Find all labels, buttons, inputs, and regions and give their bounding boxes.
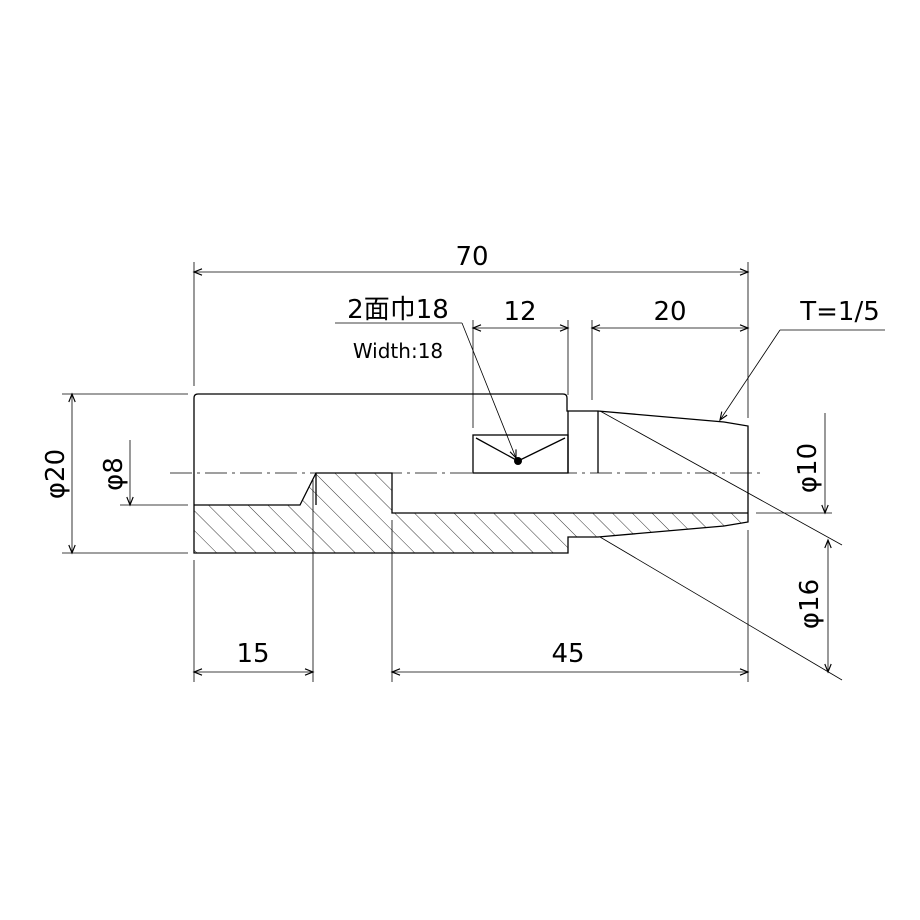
outer-diameter-label: φ20 (41, 449, 71, 499)
taper-length-label: 20 (653, 297, 686, 327)
tip-diameter-label: φ10 (793, 443, 823, 493)
flat-width-en-label: Width:18 (353, 339, 443, 363)
flat-dot (514, 457, 522, 465)
taper-ratio-label: T=1/5 (799, 297, 880, 327)
part-body (193, 393, 749, 554)
body-outline (193, 393, 749, 554)
overall-length-label: 70 (455, 242, 488, 272)
taper-base-diameter-label: φ16 (795, 579, 825, 629)
bore-diameter-label: φ8 (99, 457, 129, 491)
flat-width-jp-label: 2面巾18 (347, 295, 449, 325)
dimension-lines (68, 268, 885, 676)
bore-depth-label: 15 (236, 639, 269, 669)
flat-length-label: 12 (503, 297, 536, 327)
extension-lines (62, 262, 843, 682)
wrench-flat (472, 434, 569, 474)
right-bore-length-label: 45 (551, 639, 584, 669)
flat-mark (475, 437, 566, 462)
